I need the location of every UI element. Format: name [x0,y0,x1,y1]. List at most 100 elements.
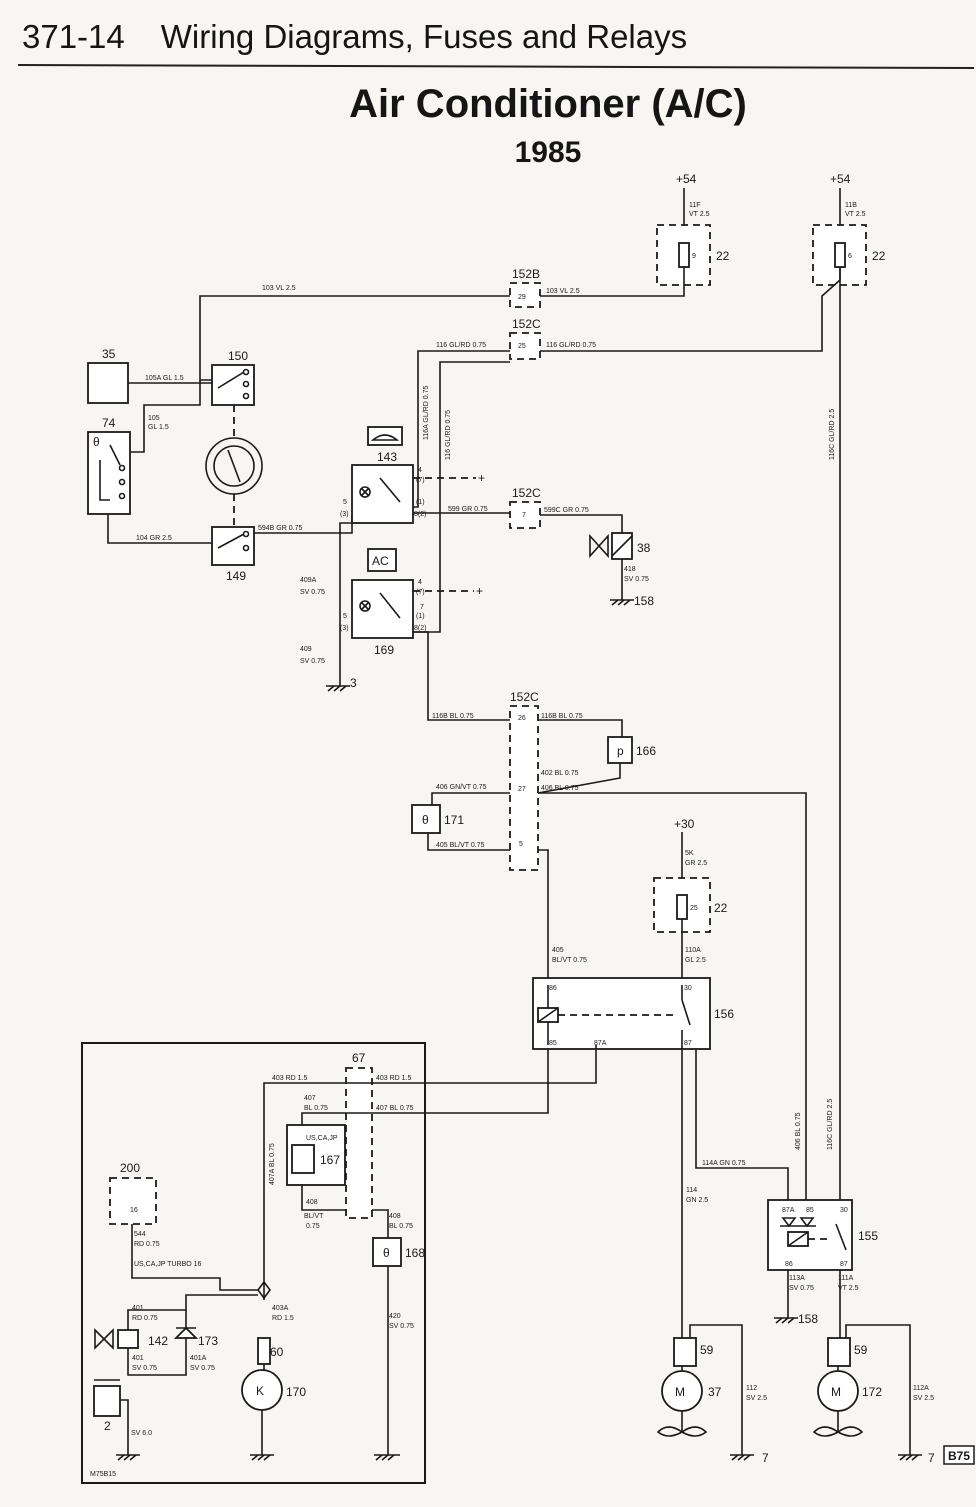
ground-158b-label: 158 [798,1312,818,1326]
solenoid-142-label: 142 [148,1334,168,1348]
clutch-170-label: 170 [286,1385,306,1399]
pin-87a-155: 87A [782,1207,795,1214]
svg-text:+: + [476,584,483,598]
feed-54-left: +54 11F VT 2.5 9 22 [540,172,730,297]
sensor-168-label: 168 [405,1246,425,1260]
wire-103-left: 103 VL 2.5 [262,285,296,292]
section-number: 371-14 [22,18,125,55]
wire-110a-spec: GL 2.5 [685,957,706,964]
wire-594b: 594B GR 0.75 [258,525,302,532]
wire-408-size: 0.75 [306,1223,320,1230]
valve-icon [94,1328,114,1350]
fan-motor-172: 59 112A SV 2.5 M 172 7 [812,1324,935,1465]
connector-152b-label: 152B [512,267,540,281]
wire-403a-spec: RD 1.5 [272,1315,294,1322]
section-title: Wiring Diagrams, Fuses and Relays [160,18,688,55]
defrost-symbol-icon [367,426,403,446]
pin-26: 26 [518,715,526,722]
wire-116a-vertical: 116A GL/RD 0.75 [423,386,430,440]
wire-402: 402 BL 0.75 [541,770,579,777]
component-35-label: 35 [102,347,116,361]
connector-152c-top-label: 152C [512,317,541,331]
motor-symbol: M [831,1385,841,1399]
wire-401b-spec: SV 0.75 [132,1365,157,1372]
pin-87a: 87A [594,1040,607,1047]
wire-401-spec: RD 0.75 [132,1315,158,1322]
fuse-icon [834,242,846,268]
relay-156 [532,977,711,1050]
ground-3-label: 3 [350,676,357,690]
connector-152c-top [509,332,541,360]
ground-158a-label: 158 [634,594,654,608]
p-symbol: p [617,744,624,758]
diode-173-icon [173,1326,199,1339]
connector-59a [673,1337,697,1367]
wire-405-bl-vt: 405 BL/VT 0.75 [436,842,485,849]
diagram-title: Air Conditioner (A/C) [349,82,747,126]
wire-420: 420 [389,1313,401,1320]
wire-409-spec: SV 0.75 [300,658,325,665]
pin-29: 29 [518,294,526,301]
wire-403-right: 403 RD 1.5 [376,1075,412,1082]
clutch-symbol: K [256,1384,264,1398]
wire-112: 112 [746,1385,757,1392]
pin-3-169: (3) [340,625,349,632]
wire-111a-spec: VT 2.5 [838,1285,859,1292]
diode-icon [798,1217,816,1228]
wire-112-spec: SV 2.5 [746,1395,767,1402]
pin-5: 5 [519,841,523,848]
pin-7-169: (7) [416,589,425,596]
fuse-60-label: 60 [270,1345,284,1359]
wire-599c: 599C GR 0.75 [544,507,589,514]
sensor-171 [411,804,441,834]
pin-3-143: (3) [340,511,349,518]
wire-418-spec: SV 0.75 [624,576,649,583]
wire-116c-lower: 116C GL/RD 2.5 [827,1099,834,1150]
wire-sv: SV 6.0 [131,1430,152,1437]
pin-30: 30 [684,985,692,992]
theta-symbol: θ [422,813,429,827]
fuse-icon [678,242,690,268]
pin-30-155: 30 [840,1207,848,1214]
wire-406-bl: 406 BL 0.75 [541,785,579,792]
pressure-switch-2 [93,1385,121,1417]
pin-8-143: 8(2) [414,511,426,518]
wire-11f: 11F [689,202,701,209]
wire-420-spec: SV 0.75 [389,1323,414,1330]
connector-152c-mid-label: 152C [512,486,541,500]
wire-113a: 113A [789,1275,805,1282]
wire-408-spec: BL/VT [304,1213,324,1220]
pin-25: 25 [518,343,526,350]
wire-407a: 407A BL 0.75 [269,1143,276,1185]
variant-turbo: US,CA,JP TURBO 16 [134,1261,202,1268]
pin-86: 86 [549,985,557,992]
pin-8-169: 8(2) [414,625,426,632]
terminal-30: +30 [674,817,695,831]
wire-11f-spec: VT 2.5 [689,211,710,218]
relay-156-label: 156 [714,1007,734,1021]
fan-motor-37: 59 112 SV 2.5 M 37 7 [656,1324,769,1465]
fuse-22c-label: 22 [714,901,728,915]
ac-button-symbol [367,548,397,572]
wire-114: 114 [686,1187,697,1194]
pin-85: 85 [549,1040,557,1047]
variant-us-ca-jp: US,CA,JP [306,1135,338,1142]
diagram-year: 1985 [514,136,582,169]
wire-114a: 114A GN 0.75 [702,1160,746,1167]
wire-116-left: 116 GL/RD 0.75 [436,342,486,349]
wire-409a-spec: SV 0.75 [300,589,325,596]
wire-401: 401 [132,1305,144,1312]
pin-86-155: 86 [785,1261,793,1268]
connector-59a-label: 59 [700,1343,714,1357]
motor-symbol: M [675,1385,685,1399]
fuse-60 [257,1337,271,1365]
pin-85-155: 85 [806,1207,814,1214]
fan-blade-icon [812,1411,864,1437]
relay-155 [767,1199,853,1271]
ground-7b-label: 7 [928,1451,935,1465]
switch-149-label: 149 [226,569,246,583]
wire-103-right: 103 VL 2.5 [546,288,580,295]
wire-409a: 409A [300,577,317,584]
terminal-54-right: +54 [830,172,851,186]
